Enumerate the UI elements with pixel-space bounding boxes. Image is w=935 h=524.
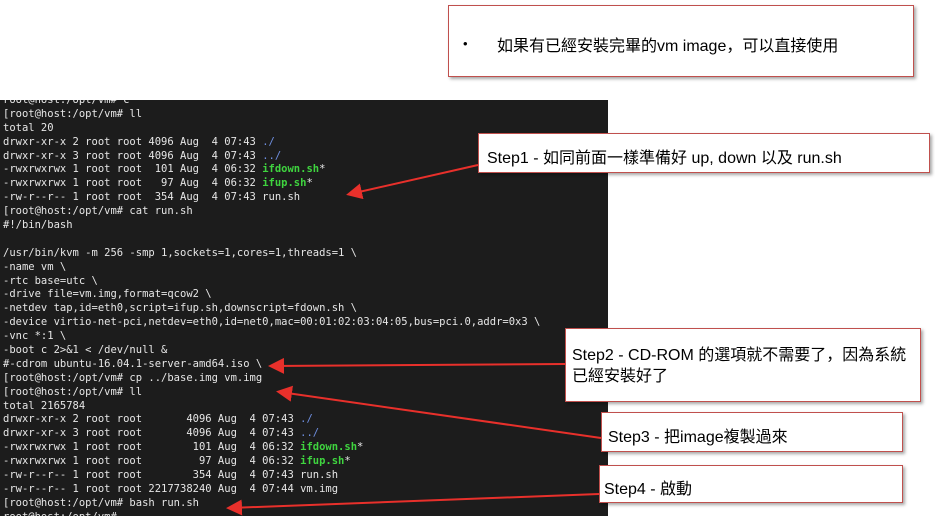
terminal-line: -rwxrwxrwx 1 root root 101 Aug 4 06:32 i… <box>3 163 540 177</box>
bullet: • <box>463 36 468 51</box>
terminal-line: [root@host:/opt/vm# ll <box>3 108 540 122</box>
terminal-line: drwxr-xr-x 2 root root 4096 Aug 4 07:43 … <box>3 413 540 427</box>
terminal-line: -rw-r--r-- 1 root root 2217738240 Aug 4 … <box>3 483 540 497</box>
terminal-line: total 2165784 <box>3 400 540 414</box>
directory-name: ../ <box>300 427 320 440</box>
terminal-text: -rw-r--r-- 1 root root 354 Aug 4 07:43 r… <box>3 191 301 204</box>
terminal-text: -rw-r--r-- 1 root root 354 Aug 4 07:43 r… <box>3 469 339 482</box>
terminal-line: #!/bin/bash <box>3 219 540 233</box>
executable-filename: ifdown.sh <box>262 163 320 176</box>
executable-filename: ifup.sh <box>300 455 345 468</box>
directory-name: ./ <box>300 413 313 426</box>
terminal-text: [root@host:/opt/vm# cat run.sh <box>3 205 193 218</box>
terminal-line: #-cdrom ubuntu-16.04.1-server-amd64.iso … <box>3 358 540 372</box>
terminal-line: -name vm \ <box>3 261 540 275</box>
terminal-output: root@host:/opt/vm# c[root@host:/opt/vm# … <box>3 100 540 516</box>
terminal-line: drwxr-xr-x 3 root root 4096 Aug 4 07:43 … <box>3 150 540 164</box>
terminal-text: -vnc *:1 \ <box>3 330 67 343</box>
terminal-text: [root@host:/opt/vm# ll <box>3 107 143 120</box>
terminal-line: -rtc base=utc \ <box>3 275 540 289</box>
callout-step4: Step4 - 啟動 <box>599 465 903 503</box>
terminal-text: -device virtio-net-pci,netdev=eth0,id=ne… <box>3 316 541 329</box>
terminal-text: drwxr-xr-x 2 root root 4096 Aug 4 07:43 <box>3 135 263 148</box>
terminal-text: * <box>319 163 326 176</box>
terminal-line <box>3 233 540 247</box>
terminal-text: -drive file=vm.img,format=qcow2 \ <box>3 288 212 301</box>
callout-step2: Step2 - CD-ROM 的選項就不需要了，因為系統已經安裝好了 <box>565 328 921 402</box>
executable-filename: ifup.sh <box>262 177 307 190</box>
terminal-line: -netdev tap,id=eth0,script=ifup.sh,downs… <box>3 302 540 316</box>
terminal-text: drwxr-xr-x 2 root root 4096 Aug 4 07:43 <box>3 413 301 426</box>
terminal-line: -rw-r--r-- 1 root root 354 Aug 4 07:43 r… <box>3 469 540 483</box>
terminal-line: -rwxrwxrwx 1 root root 101 Aug 4 06:32 i… <box>3 441 540 455</box>
terminal-text: -rwxrwxrwx 1 root root 101 Aug 4 06:32 <box>3 441 301 454</box>
terminal-text: -rwxrwxrwx 1 root root 97 Aug 4 06:32 <box>3 455 301 468</box>
terminal-text: /usr/bin/kvm -m 256 -smp 1,sockets=1,cor… <box>3 246 358 259</box>
terminal-text: root@host:/opt/vm# <box>3 511 117 516</box>
terminal-line: root@host:/opt/vm# c <box>3 100 540 108</box>
terminal-line: -rwxrwxrwx 1 root root 97 Aug 4 06:32 if… <box>3 177 540 191</box>
callout-step1: Step1 - 如同前面一樣準備好 up, down 以及 run.sh <box>478 133 930 173</box>
terminal-line: [root@host:/opt/vm# bash run.sh <box>3 497 540 511</box>
terminal-line: -drive file=vm.img,format=qcow2 \ <box>3 288 540 302</box>
terminal-text: [root@host:/opt/vm# bash run.sh <box>3 496 199 509</box>
terminal-text: root@host:/opt/vm# c <box>3 100 130 106</box>
directory-name: ./ <box>262 135 275 148</box>
terminal-line: [root@host:/opt/vm# cat run.sh <box>3 205 540 219</box>
terminal-line: -vnc *:1 \ <box>3 330 540 344</box>
executable-filename: ifdown.sh <box>300 441 358 454</box>
terminal-text: drwxr-xr-x 3 root root 4096 Aug 4 07:43 <box>3 149 263 162</box>
terminal-text: -boot c 2>&1 < /dev/null & <box>3 344 168 357</box>
note-box: • 如果有已經安裝完畢的vm image，可以直接使用 <box>448 5 914 77</box>
directory-name: ../ <box>262 149 282 162</box>
terminal-line: root@host:/opt/vm# <box>3 511 540 516</box>
terminal-text: [root@host:/opt/vm# ll <box>3 385 143 398</box>
terminal-line: [root@host:/opt/vm# ll <box>3 386 540 400</box>
terminal-line: -rw-r--r-- 1 root root 354 Aug 4 07:43 r… <box>3 191 540 205</box>
terminal-text: -netdev tap,id=eth0,script=ifup.sh,downs… <box>3 302 358 315</box>
terminal-text: * <box>357 441 364 454</box>
terminal-line: -rwxrwxrwx 1 root root 97 Aug 4 06:32 if… <box>3 455 540 469</box>
terminal-text: #!/bin/bash <box>3 219 73 232</box>
terminal-text: total 20 <box>3 121 54 134</box>
note-text: 如果有已經安裝完畢的vm image，可以直接使用 <box>497 38 839 55</box>
terminal-text: [root@host:/opt/vm# cp ../base.img vm.im… <box>3 371 263 384</box>
terminal-line: total 20 <box>3 122 540 136</box>
terminal-line: /usr/bin/kvm -m 256 -smp 1,sockets=1,cor… <box>3 247 540 261</box>
terminal-text: * <box>344 455 351 468</box>
terminal-text: * <box>306 177 313 190</box>
terminal-text: -rtc base=utc \ <box>3 274 98 287</box>
terminal-text: -rw-r--r-- 1 root root 2217738240 Aug 4 … <box>3 482 339 495</box>
terminal-text: -rwxrwxrwx 1 root root 101 Aug 4 06:32 <box>3 163 263 176</box>
terminal-line: -device virtio-net-pci,netdev=eth0,id=ne… <box>3 316 540 330</box>
terminal-line: [root@host:/opt/vm# cp ../base.img vm.im… <box>3 372 540 386</box>
terminal-text: drwxr-xr-x 3 root root 4096 Aug 4 07:43 <box>3 427 301 440</box>
terminal-text: total 2165784 <box>3 399 86 412</box>
terminal-text: #-cdrom ubuntu-16.04.1-server-amd64.iso … <box>3 357 263 370</box>
terminal-line: drwxr-xr-x 2 root root 4096 Aug 4 07:43 … <box>3 136 540 150</box>
callout-step3: Step3 - 把image複製過來 <box>601 412 903 452</box>
terminal-text: -name vm \ <box>3 260 67 273</box>
terminal-line: drwxr-xr-x 3 root root 4096 Aug 4 07:43 … <box>3 427 540 441</box>
terminal-text: -rwxrwxrwx 1 root root 97 Aug 4 06:32 <box>3 177 263 190</box>
terminal-line: -boot c 2>&1 < /dev/null & <box>3 344 540 358</box>
